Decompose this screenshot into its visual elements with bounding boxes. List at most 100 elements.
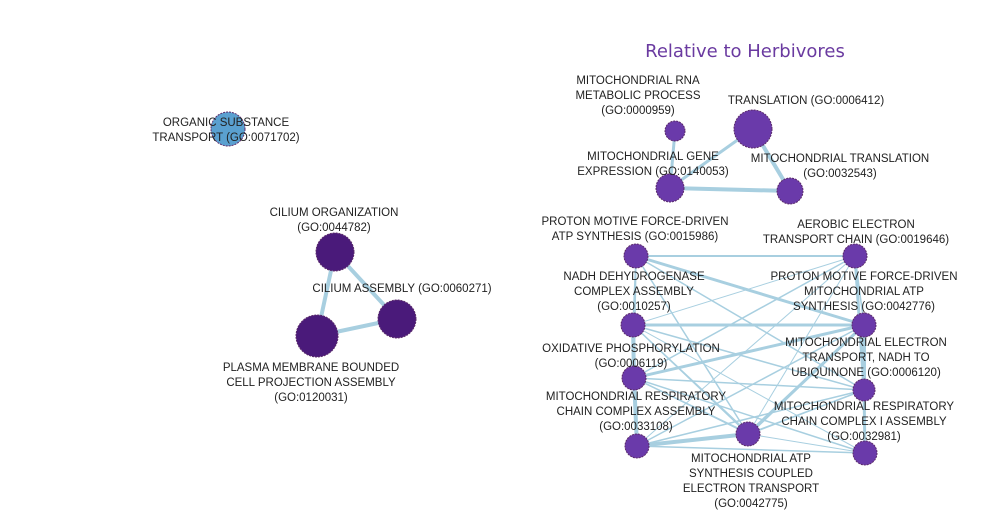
edge-pmf_atp_synthesis_15986-pmf_mito_atp_42776 [634, 254, 866, 327]
edge-aerobic_etc-oxphos [633, 255, 856, 379]
node-label-line: MITOCHONDRIAL RESPIRATORY [774, 401, 955, 413]
node-label-oxphos: OXIDATIVE PHOSPHORYLATION (GO:0006119) [542, 343, 720, 370]
node-label-cilium-organization: CILIUM ORGANIZATION (GO:0044782) [270, 207, 399, 234]
node-label-line: (GO:0044782) [297, 222, 371, 234]
edge-pmf_mito_atp_42776-unlabeled_bottom_right [749, 324, 865, 435]
node-label-mito-rna-metabolic: MITOCHONDRIAL RNA METABOLIC PROCESS (GO:00… [575, 75, 700, 117]
edge-oxphos-mito_et_nadh [633, 377, 865, 391]
node-pmf-mito-atp-42776[interactable] [851, 312, 877, 338]
edge-nadh_dehydrogenase-unlabeled_bottom_right [632, 324, 751, 435]
node-nadh-dehydrogenase[interactable] [620, 312, 646, 338]
node-label-line: ATP SYNTHESIS (GO:0015986) [552, 231, 719, 243]
edge-pmf_atp_synthesis_15986-mito_atp_coupled [635, 255, 749, 435]
node-label-line: MITOCHONDRIAL TRANSLATION [751, 153, 930, 165]
label-layer: ORGANIC SUBSTANCE TRANSPORT (GO:0071702) C… [152, 75, 957, 510]
node-cilium-organization[interactable] [315, 232, 355, 272]
node-label-mito-resp-chain-assembly: MITOCHONDRIAL RESPIRATORY CHAIN COMPLEX A… [546, 391, 727, 433]
edge-mito_gene_expression-mito_translation [668, 186, 792, 193]
node-label-line: METABOLIC PROCESS [575, 90, 700, 102]
node-label-line: (GO:0032981) [827, 431, 901, 443]
node-label-mito-gene-expression: MITOCHONDRIAL GENE EXPRESSION (GO:0140053… [577, 151, 729, 178]
diagram-title: Relative to Herbivores [645, 41, 845, 62]
node-label-line: MITOCHONDRIAL ATP [691, 453, 811, 465]
node-label-line: EXPRESSION (GO:0140053) [577, 166, 729, 178]
node-label-line: ELECTRON TRANSPORT [683, 483, 819, 495]
node-label-organic-substance-transport: ORGANIC SUBSTANCE TRANSPORT (GO:0071702) [152, 117, 299, 144]
edge-mito_resp_chain_assembly-mito_resp_chain_I_assembly [636, 445, 866, 454]
node-pmf-atp-synthesis-15986[interactable] [623, 243, 649, 269]
node-label-line: TRANSPORT, NADH TO [802, 352, 929, 364]
node-label-line: (GO:0032543) [803, 168, 877, 180]
edge-pmf_atp_synthesis_15986-mito_et_nadh [635, 255, 865, 391]
node-plasma-membrane-bounded[interactable] [295, 314, 339, 358]
node-label-line: MITOCHONDRIAL RESPIRATORY [546, 391, 727, 403]
node-mito-atp-coupled[interactable] [735, 421, 761, 447]
node-label-mito-atp-coupled: MITOCHONDRIAL ATP SYNTHESIS COUPLED ELECTR… [683, 453, 819, 510]
node-label-line: PROTON MOTIVE FORCE-DRIVEN [771, 271, 958, 283]
edge-mito_resp_chain_assembly-unlabeled_bottom_right [636, 433, 751, 447]
edge-oxphos-unlabeled_bottom_right [633, 377, 751, 435]
node-label-line: (GO:0000959) [601, 105, 675, 117]
node-label-line: MITOCHONDRIAL GENE [587, 151, 719, 163]
node-label-line: TRANSPORT CHAIN (GO:0019646) [763, 234, 949, 246]
edge-mito_et_nadh-unlabeled_bottom_right [749, 389, 865, 435]
node-label-plasma-membrane-bounded: PLASMA MEMBRANE BOUNDED CELL PROJECTION A… [223, 362, 399, 404]
node-label-line: OXIDATIVE PHOSPHORYLATION [542, 343, 720, 355]
edge-aerobic_etc-mito_atp_coupled [747, 255, 856, 435]
node-label-translation: TRANSLATION (GO:0006412) [728, 95, 885, 107]
node-mito-rna-metabolic[interactable] [664, 120, 686, 142]
edge-nadh_dehydrogenase-mito_resp_chain_I_assembly [632, 324, 866, 454]
node-label-line: PROTON MOTIVE FORCE-DRIVEN [542, 216, 729, 228]
node-label-nadh-dehydrogenase: NADH DEHYDROGENASE COMPLEX ASSEMBLY (GO:00… [563, 271, 705, 313]
edge-pmf_mito_atp_42776-oxphos [632, 323, 866, 380]
node-label-line: (GO:0042775) [714, 498, 788, 510]
node-label-line: (GO:0033108) [599, 421, 673, 433]
node-label-line: PLASMA MEMBRANE BOUNDED [223, 362, 399, 374]
node-label-line: TRANSLATION (GO:0006412) [728, 95, 885, 107]
node-label-line: CHAIN COMPLEX I ASSEMBLY [781, 416, 947, 428]
node-label-line: AEROBIC ELECTRON [797, 219, 915, 231]
node-label-mito-resp-chain-I-assembly: MITOCHONDRIAL RESPIRATORY CHAIN COMPLEX I… [774, 401, 955, 443]
edge-oxphos-mito_resp_chain_I_assembly [633, 377, 866, 454]
node-label-line: (GO:0120031) [274, 392, 348, 404]
edge-pmf_mito_atp_42776-mito_resp_chain_assembly [636, 324, 865, 447]
node-cilium-assembly[interactable] [377, 299, 417, 339]
node-label-line: NADH DEHYDROGENASE [563, 271, 705, 283]
node-mito-translation[interactable] [776, 177, 804, 205]
node-label-line: TRANSPORT (GO:0071702) [152, 132, 299, 144]
node-label-mito-translation: MITOCHONDRIAL TRANSLATION (GO:0032543) [751, 153, 930, 180]
edge-mito_et_nadh-mito_resp_chain_assembly [636, 389, 865, 447]
node-mito-resp-chain-assembly[interactable] [624, 433, 650, 459]
edge-nadh_dehydrogenase-mito_et_nadh [632, 324, 865, 391]
node-label-pmf-atp-synthesis-15986: PROTON MOTIVE FORCE-DRIVEN ATP SYNTHESIS … [542, 216, 729, 243]
node-label-cilium-assembly: CILIUM ASSEMBLY (GO:0060271) [312, 283, 491, 295]
node-label-pmf-mito-atp-42776: PROTON MOTIVE FORCE-DRIVEN MITOCHONDRIAL … [771, 271, 958, 313]
node-mito-resp-chain-I-assembly[interactable] [852, 440, 878, 466]
node-label-line: CELL PROJECTION ASSEMBLY [226, 377, 396, 389]
node-layer [210, 109, 878, 466]
node-oxphos[interactable] [621, 365, 647, 391]
node-label-line: MITOCHONDRIAL ATP [804, 286, 924, 298]
node-label-line: (GO:0006119) [595, 358, 668, 370]
node-organic-substance-transport[interactable] [210, 111, 246, 147]
node-aerobic-etc[interactable] [842, 243, 868, 269]
node-mito-gene-expression[interactable] [655, 173, 685, 203]
node-label-line: ORGANIC SUBSTANCE [163, 117, 290, 129]
node-label-line: CILIUM ASSEMBLY (GO:0060271) [312, 283, 491, 295]
node-label-line: MITOCHONDRIAL RNA [576, 75, 700, 87]
node-label-line: CILIUM ORGANIZATION [270, 207, 399, 219]
node-label-line: UBIQUINONE (GO:0006120) [791, 367, 941, 379]
node-label-aerobic-etc: AEROBIC ELECTRON TRANSPORT CHAIN (GO:0019… [763, 219, 949, 246]
edge-aerobic_etc-nadh_dehydrogenase [632, 255, 856, 326]
node-label-line: SYNTHESIS (GO:0042776) [793, 301, 935, 313]
node-label-line: COMPLEX ASSEMBLY [574, 286, 694, 298]
node-label-line: SYNTHESIS COUPLED [689, 468, 813, 480]
node-mito-et-nadh[interactable] [852, 378, 876, 402]
node-label-line: (GO:0010257) [597, 301, 671, 313]
node-label-line: CHAIN COMPLEX ASSEMBLY [557, 406, 716, 418]
node-translation[interactable] [733, 109, 773, 149]
edge-mito_resp_chain_I_assembly-mito_atp_coupled [747, 433, 866, 454]
